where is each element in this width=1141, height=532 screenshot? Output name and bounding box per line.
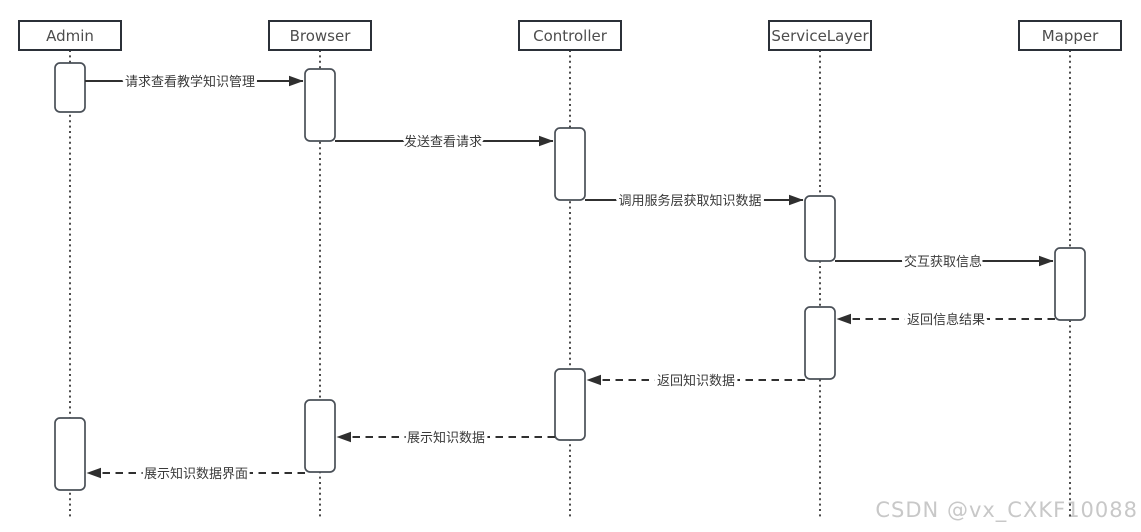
actor-box-servicelayer (768, 20, 872, 51)
message-4: 交互获取信息 (835, 251, 1054, 273)
message-3: 调用服务层获取知识数据 (585, 190, 804, 212)
message-2: 发送查看请求 (335, 131, 554, 153)
activation-controller-2 (554, 368, 586, 441)
actor-label-browser: Browser (290, 27, 352, 45)
actor-box-admin (18, 20, 122, 51)
message-label-1: 请求查看教学知识管理 (125, 74, 255, 90)
activation-controller-1 (554, 127, 586, 201)
message-label-8: 展示知识数据界面 (144, 466, 248, 482)
message-1: 请求查看教学知识管理 (85, 71, 304, 93)
message-label-5: 返回信息结果 (907, 312, 985, 328)
actor-box-mapper (1018, 20, 1122, 51)
message-label-7: 展示知识数据 (407, 430, 485, 446)
actor-browser: Browser (268, 20, 372, 519)
actor-label-controller: Controller (533, 27, 608, 45)
message-7: 展示知识数据 (336, 427, 555, 449)
message-6: 返回知识数据 (586, 370, 805, 392)
watermark-text: CSDN @vx_CXKF10088 (875, 498, 1138, 523)
activation-browser-1 (304, 68, 336, 142)
activation-bars (54, 62, 1086, 491)
actor-box-controller (518, 20, 622, 51)
message-label-3: 调用服务层获取知识数据 (618, 193, 761, 209)
actor-box-browser (268, 20, 372, 51)
message-label-4: 交互获取信息 (904, 254, 982, 270)
actor-mapper: Mapper (1018, 20, 1122, 519)
actor-label-admin: Admin (46, 27, 94, 45)
activation-servicelayer-1 (804, 195, 836, 262)
message-5: 返回信息结果 (836, 309, 1055, 331)
message-8: 展示知识数据界面 (86, 463, 305, 485)
message-label-6: 返回知识数据 (657, 373, 735, 389)
actor-servicelayer: ServiceLayer (768, 20, 872, 519)
activation-admin-1 (54, 62, 86, 113)
activation-browser-2 (304, 399, 336, 473)
actor-label-servicelayer: ServiceLayer (771, 27, 869, 45)
actor-controller: Controller (518, 20, 622, 519)
activation-servicelayer-2 (804, 306, 836, 380)
activation-mapper-1 (1054, 247, 1086, 321)
actor-label-mapper: Mapper (1042, 27, 1099, 45)
actor-admin: Admin (18, 20, 122, 519)
message-label-2: 发送查看请求 (404, 134, 482, 150)
activation-admin-2 (54, 417, 86, 491)
